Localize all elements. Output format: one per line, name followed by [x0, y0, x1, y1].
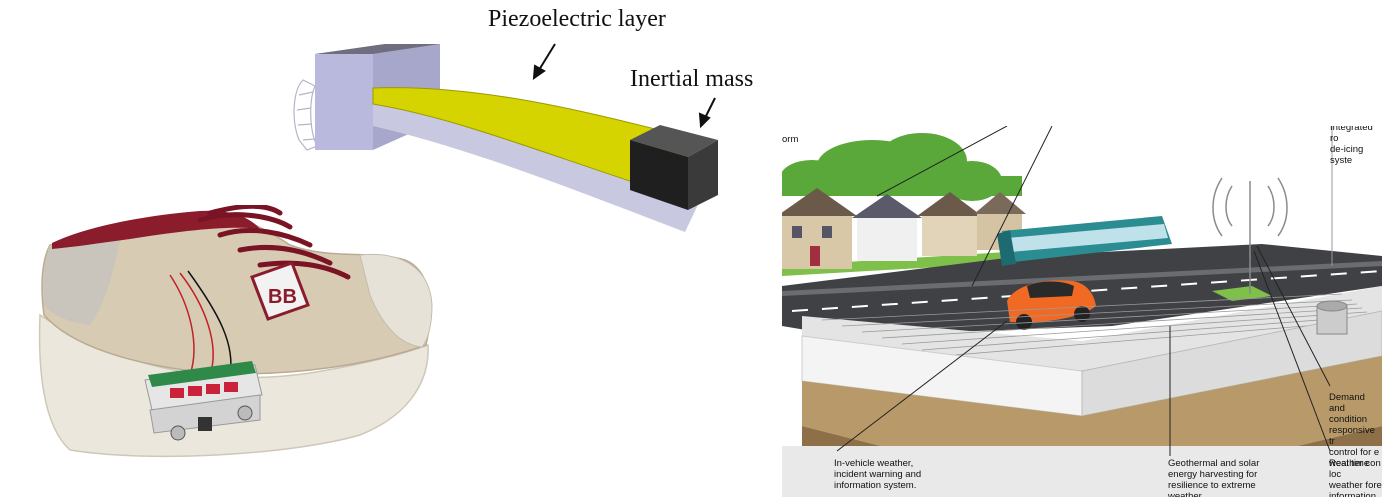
road-label-geo-line4: weather: [1168, 491, 1202, 497]
antenna-mast-icon: [1212, 177, 1288, 294]
shoe-laces: [197, 203, 351, 280]
road-label-deicing-line2: de-icing syste: [1330, 144, 1364, 166]
road-label-realtime-line2: weather fore: [1329, 480, 1382, 491]
road-label-geo-line2: energy harvesting for: [1168, 469, 1258, 480]
cantilever-beam-diagram: Piezoelectric layer Inertial mass: [285, 0, 805, 245]
road-label-demand-line3: responsive tr: [1329, 425, 1375, 447]
pavement-top: [802, 286, 1382, 371]
road-label-geothermal: Geothermal and solar energy harvesting f…: [1168, 458, 1259, 497]
piezo-arrow-icon: [538, 43, 556, 71]
shoe-logo-icon: BB: [250, 261, 310, 321]
road-label-geo-line1: Geothermal and solar: [1168, 458, 1260, 469]
road-label-invehicle-line2: incident warning and: [834, 469, 922, 480]
svg-text:BB: BB: [268, 286, 297, 308]
road-label-demand-line5: weather con: [1329, 458, 1381, 469]
smart-road-illustration: [782, 126, 1382, 497]
road-label-top-left: orm: [782, 134, 799, 145]
inertial-mass-label: Inertial mass: [630, 66, 754, 92]
road-label-invehicle-line3: information system.: [834, 480, 917, 491]
road-label-demand-line4: control for e: [1329, 447, 1380, 458]
shoe-harvester-photo: BB: [30, 203, 450, 470]
cantilever-beam-illustration: [293, 43, 718, 232]
substrate-layer: [373, 96, 705, 232]
smart-road-diagram: orm Integrated ro de-icing syste In-vehi…: [782, 126, 1382, 497]
harvester-board: [144, 361, 263, 441]
rebar-grid: [821, 293, 1378, 357]
road-label-invehicle: In-vehicle weather, incident warning and…: [834, 458, 921, 491]
road-label-deicing: Integrated ro de-icing syste: [1330, 126, 1382, 166]
shoe-illustration: BB: [38, 203, 433, 458]
road-label-geo-line3: resilience to extreme: [1168, 480, 1256, 491]
mass-arrow-icon: [704, 97, 716, 119]
road-label-realtime-line1: Real time loc: [1329, 458, 1370, 480]
tram: [997, 216, 1172, 266]
sensor-cylinder-icon: [1316, 300, 1348, 335]
trees: [782, 133, 1022, 201]
road-label-realtime-line3: information: [1329, 491, 1376, 497]
clamp-base-icon: [293, 79, 318, 151]
road-label-realtime: Real time loc weather fore information: [1329, 458, 1382, 497]
piezo-layer-label: Piezoelectric layer: [488, 6, 666, 32]
road-label-demand-line1: Demand and: [1329, 392, 1365, 414]
road-label-demand: Demand and condition responsive tr contr…: [1329, 392, 1382, 469]
road-label-invehicle-line1: In-vehicle weather,: [834, 458, 914, 469]
road-label-demand-line2: condition: [1329, 414, 1368, 425]
inertial-mass-block: [630, 125, 718, 210]
road-label-deicing-line1: Integrated ro: [1330, 126, 1373, 144]
